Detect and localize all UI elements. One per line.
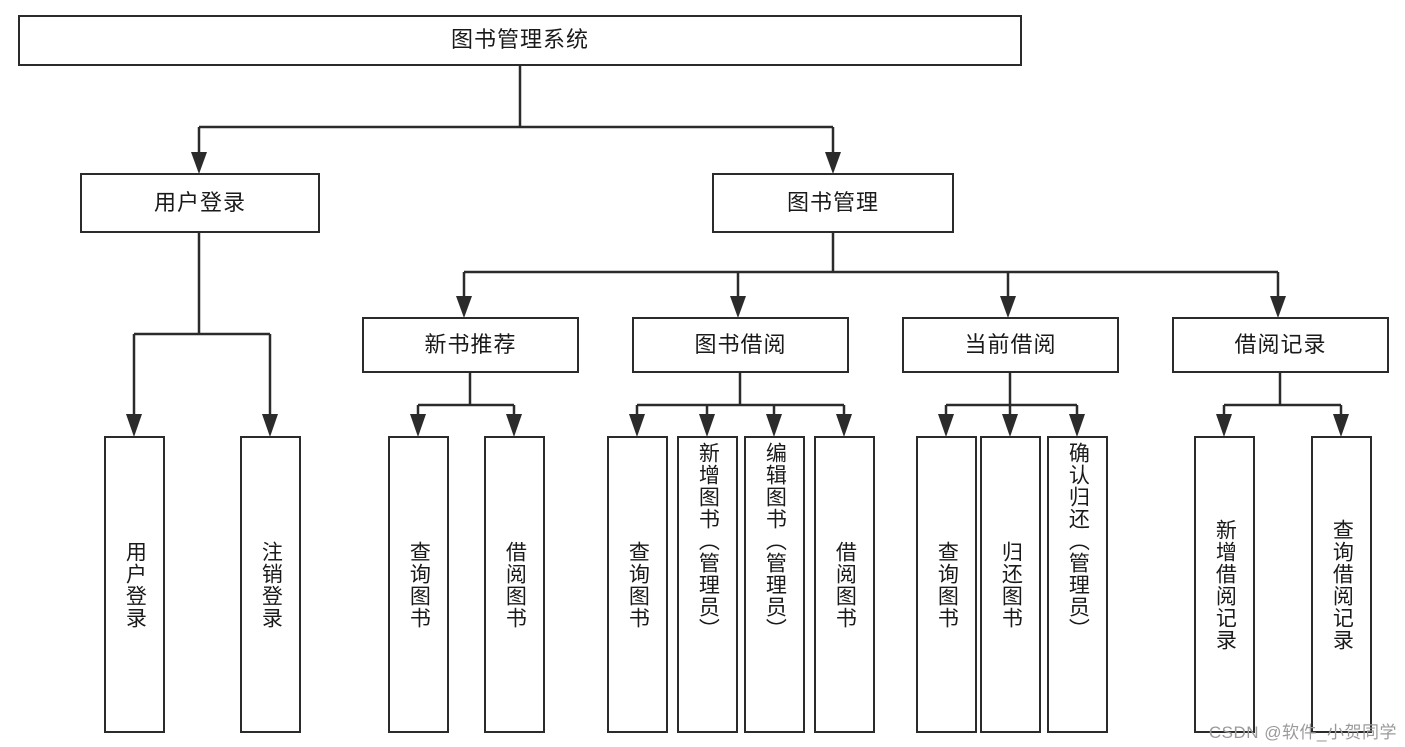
leaf-edit-book-admin[interactable]: 编辑图书（管理员） xyxy=(744,436,805,733)
leaf-query-book-current[interactable]: 查询图书 xyxy=(916,436,977,733)
leaf-borrow-book[interactable]: 借阅图书 xyxy=(814,436,875,733)
leaf-query-book-borrow[interactable]: 查询图书 xyxy=(607,436,668,733)
node-book-borrow[interactable]: 图书借阅 xyxy=(632,317,849,373)
leaf-user-login[interactable]: 用户登录 xyxy=(104,436,165,733)
node-book-management[interactable]: 图书管理 xyxy=(712,173,954,233)
leaf-return-book[interactable]: 归还图书 xyxy=(980,436,1041,733)
node-current-borrow[interactable]: 当前借阅 xyxy=(902,317,1119,373)
leaf-query-book-recommend[interactable]: 查询图书 xyxy=(388,436,449,733)
leaf-logout[interactable]: 注销登录 xyxy=(240,436,301,733)
leaf-borrow-book-recommend[interactable]: 借阅图书 xyxy=(484,436,545,733)
node-user-login[interactable]: 用户登录 xyxy=(80,173,320,233)
node-root-book-management-system[interactable]: 图书管理系统 xyxy=(18,15,1022,66)
leaf-add-borrow-record[interactable]: 新增借阅记录 xyxy=(1194,436,1255,733)
node-new-book-recommend[interactable]: 新书推荐 xyxy=(362,317,579,373)
node-borrow-record[interactable]: 借阅记录 xyxy=(1172,317,1389,373)
csdn-watermark: CSDN @软件_小贺同学 xyxy=(1208,723,1397,742)
leaf-confirm-return-admin[interactable]: 确认归还（管理员） xyxy=(1047,436,1108,733)
leaf-add-book-admin[interactable]: 新增图书（管理员） xyxy=(677,436,738,733)
leaf-query-borrow-record[interactable]: 查询借阅记录 xyxy=(1311,436,1372,733)
